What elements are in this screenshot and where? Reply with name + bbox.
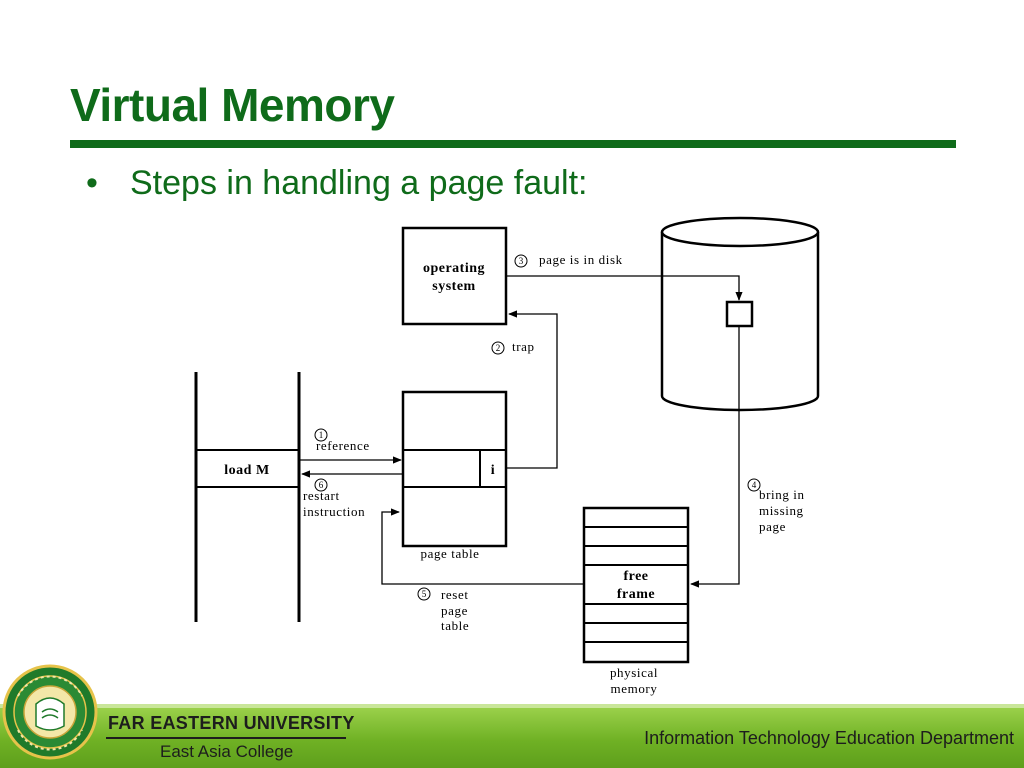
step-1-label: reference [316, 438, 370, 453]
arrow-trap [506, 310, 558, 469]
title-underline [70, 140, 956, 148]
step-5-label-3: table [441, 618, 469, 633]
step-4-label-2: missing [759, 503, 804, 518]
bullet-text: Steps in handling a page fault: [130, 164, 588, 202]
physical-memory-label-1: physical [610, 665, 658, 680]
invalid-bit: i [491, 463, 495, 478]
physical-memory [582, 506, 690, 664]
step-3-label: page is in disk [539, 252, 623, 267]
footer-highlight [0, 704, 1024, 708]
university-name-underline [106, 737, 346, 739]
os-box [401, 226, 508, 326]
os-label-line2: system [432, 279, 475, 294]
step-4-number: 4 [752, 480, 757, 490]
campus-name: East Asia College [160, 742, 294, 761]
arrow-reset-page-table [381, 508, 584, 585]
step-2-number: 2 [496, 343, 501, 353]
bullet-marker: • [86, 164, 98, 202]
step-3-number: 3 [519, 256, 524, 266]
step-4-label-3: page [759, 519, 786, 534]
arrow-page-in-disk [506, 275, 743, 301]
free-frame-line2: frame [617, 587, 655, 602]
university-seal-logo [2, 664, 98, 760]
step-4-label-1: bring in [759, 487, 805, 502]
step-6-label-1: restart [303, 488, 340, 503]
page-table [401, 390, 508, 548]
physical-memory-label-2: memory [611, 681, 658, 696]
university-name: FAR EASTERN UNIVERSITY [108, 713, 355, 733]
step-2-label: trap [512, 339, 535, 354]
step-5-label-2: page [441, 603, 468, 618]
os-label-line1: operating [423, 261, 485, 276]
instruction-label: load M [224, 463, 269, 478]
step-6-label-2: instruction [303, 504, 365, 519]
page-table-label: page table [420, 546, 479, 561]
step-5-label-1: reset [441, 587, 469, 602]
step-5-number: 5 [422, 589, 427, 599]
arrow-bring-in [690, 326, 740, 588]
slide-title: Virtual Memory [70, 79, 395, 131]
department-name: Information Technology Education Departm… [644, 728, 1014, 748]
step-1-number: 1 [319, 430, 324, 440]
disk-page-block [725, 300, 754, 328]
free-frame-line1: free [623, 569, 648, 584]
step-6-number: 6 [319, 480, 324, 490]
